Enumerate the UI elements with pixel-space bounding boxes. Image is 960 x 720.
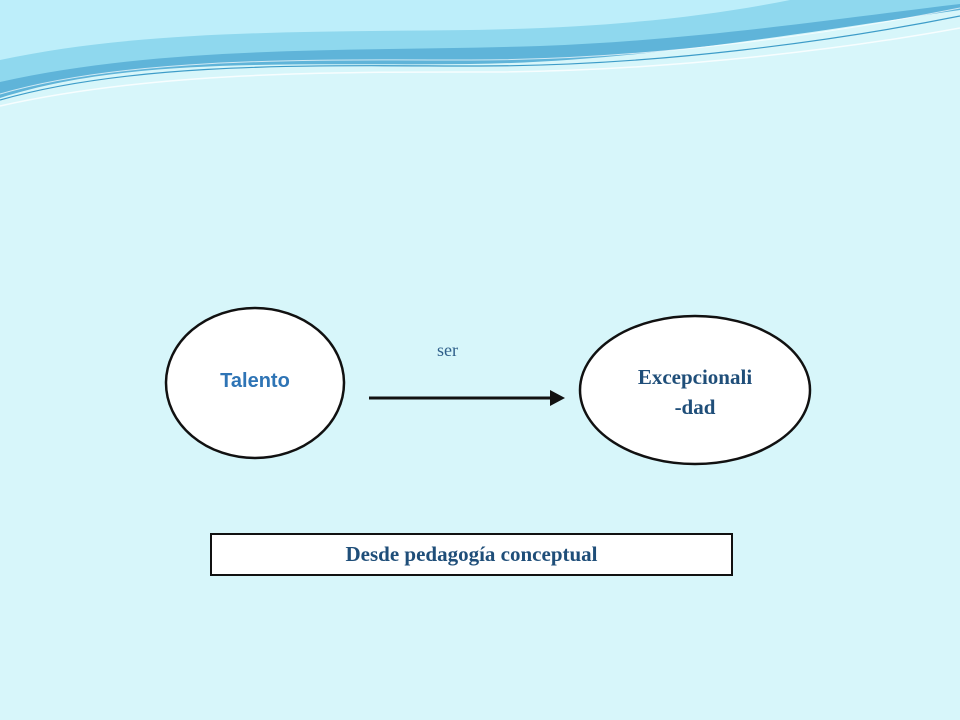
top-wave-line-1: [0, 15, 960, 101]
arrow-connector-head: [550, 390, 565, 406]
node-excepcionalidad-shape: [578, 314, 812, 466]
footer-caption-text: Desde pedagogía conceptual: [345, 542, 598, 566]
top-wave-light: [0, 0, 790, 60]
edge-label-ser: ser: [437, 340, 458, 360]
top-wave-line-3: [0, 7, 960, 95]
node-talento-label: Talento: [220, 370, 290, 392]
node-excepcionalidad-label: Excepcionali -dad: [637, 365, 753, 419]
top-wave-line-2: [0, 27, 960, 107]
node-talento-shape: [164, 306, 346, 460]
footer-caption-box: Desde pedagogía conceptual: [210, 533, 733, 576]
